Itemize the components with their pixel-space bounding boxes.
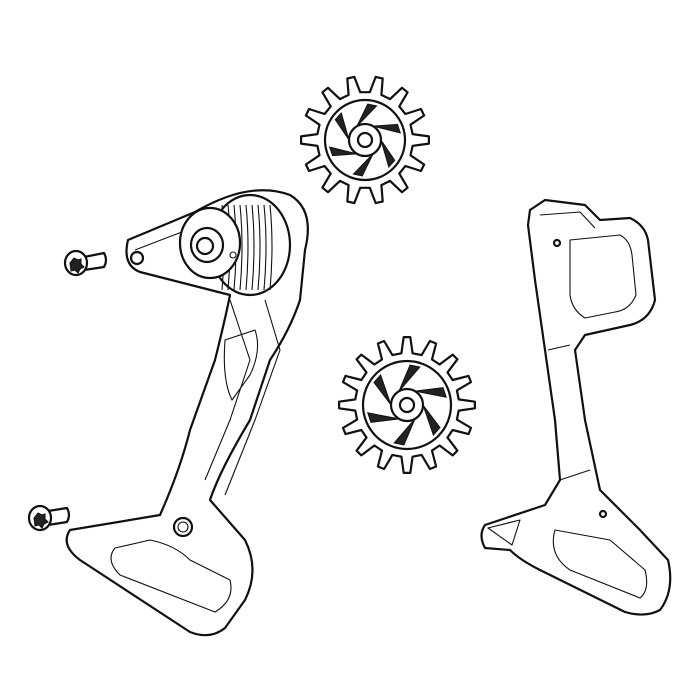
pulley-spoke-window — [422, 404, 441, 437]
pulley-spoke-window — [334, 111, 350, 141]
torx-head-icon — [69, 257, 85, 274]
pulley-spoke-window — [328, 146, 358, 157]
upper-jockey-pulley — [300, 75, 430, 205]
spring-coil — [251, 204, 255, 291]
spring-coil — [239, 204, 243, 291]
spring-coil — [257, 204, 261, 291]
pulley-spoke-window — [372, 123, 402, 134]
spring-coil — [245, 204, 249, 291]
cage-bolt-upper — [63, 249, 108, 277]
spring-coil — [269, 204, 273, 291]
pulley-bore — [398, 396, 416, 414]
outer-cage-plate — [480, 198, 672, 616]
pulley-spoke-window — [352, 153, 374, 177]
pulley-spoke-window — [414, 387, 447, 398]
lower-tension-pulley — [338, 336, 476, 474]
cage-bolt-lower — [27, 504, 71, 532]
torx-head-icon — [33, 512, 49, 529]
pulley-bore — [356, 131, 374, 149]
pulley-spoke-window — [398, 364, 421, 392]
pulley-spoke-window — [380, 139, 396, 169]
pulley-spoke-window — [393, 418, 416, 446]
spring-coil — [263, 204, 267, 291]
pulley-spoke-window — [373, 373, 392, 406]
pulley-spoke-window — [367, 412, 400, 423]
inner-cage-plate — [65, 189, 309, 637]
pulley-spoke-window — [356, 103, 378, 127]
